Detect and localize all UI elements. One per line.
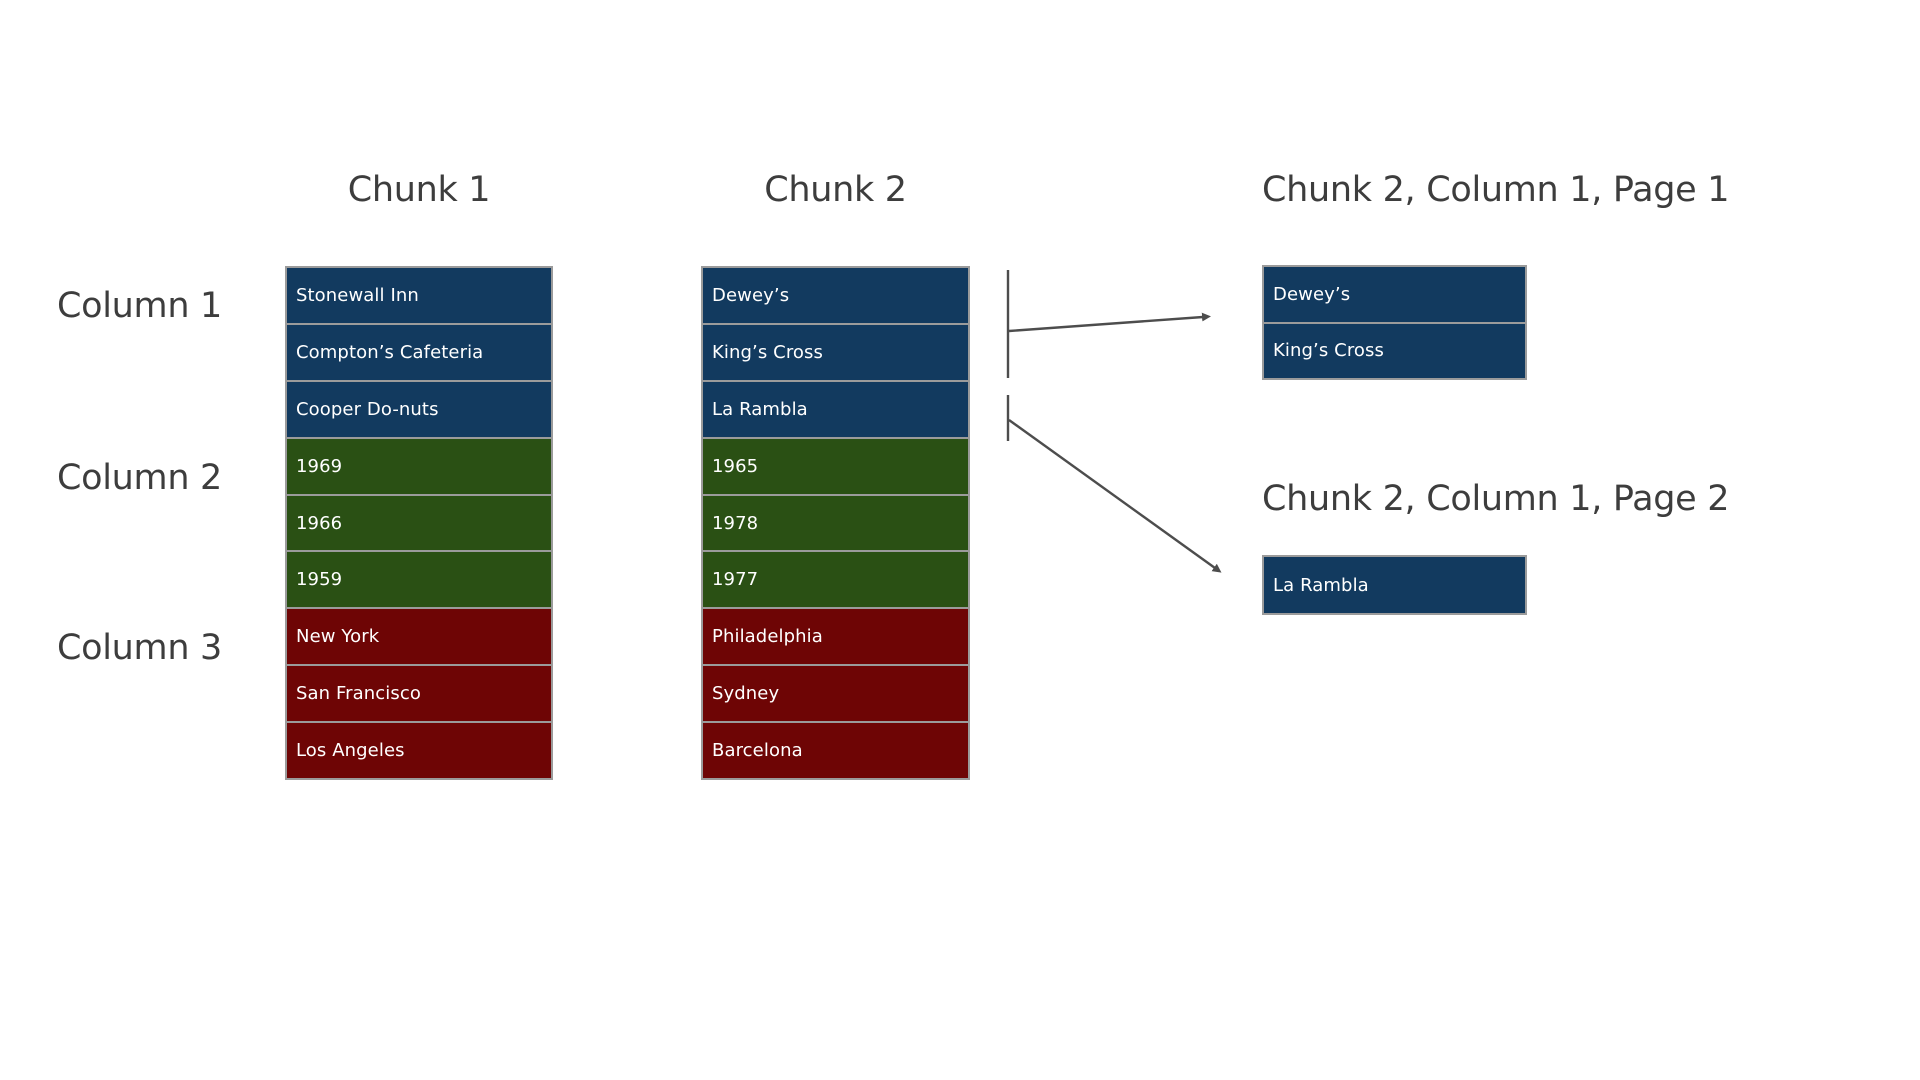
- cell-cooper-do-nuts: Cooper Do-nuts: [287, 379, 551, 437]
- chunk-2-column-1-page-2-title: Chunk 2, Column 1, Page 2: [1262, 479, 1730, 519]
- cell-dewey-s: Dewey’s: [703, 268, 968, 323]
- cell-stonewall-inn: Stonewall Inn: [287, 268, 551, 323]
- page-2-bracket-and-arrow: [1006, 395, 1222, 573]
- cell-philadelphia: Philadelphia: [703, 607, 968, 665]
- chunk-2-column-1-page-1-title: Chunk 2, Column 1, Page 1: [1262, 170, 1730, 210]
- cell-1965: 1965: [703, 436, 968, 494]
- column-2-label: Column 2: [57, 458, 223, 498]
- cell-king-s-cross: King’s Cross: [1264, 321, 1525, 378]
- cell-compton-s-cafeteria: Compton’s Cafeteria: [287, 322, 551, 380]
- cell-new-york: New York: [287, 607, 551, 665]
- page-1-bracket-and-arrow: [1006, 270, 1211, 378]
- cell-sydney: Sydney: [703, 664, 968, 722]
- arrow-to-page-1: [1008, 312, 1211, 333]
- cell-1966: 1966: [287, 493, 551, 551]
- cell-la-rambla: La Rambla: [703, 379, 968, 437]
- column-3-label: Column 3: [57, 628, 223, 668]
- cell-1959: 1959: [287, 550, 551, 608]
- cell-la-rambla: La Rambla: [1264, 557, 1525, 613]
- cell-los-angeles: Los Angeles: [287, 721, 551, 779]
- cell-san-francisco: San Francisco: [287, 664, 551, 722]
- cell-1977: 1977: [703, 550, 968, 608]
- chunk-1-title: Chunk 1: [347, 170, 491, 210]
- cell-dewey-s: Dewey’s: [1264, 267, 1525, 322]
- column-1-label: Column 1: [57, 286, 223, 326]
- chunk-2-column-1-page-2-stack: La Rambla: [1262, 555, 1527, 615]
- cell-1969: 1969: [287, 436, 551, 494]
- chunk-2-title: Chunk 2: [764, 170, 907, 210]
- cell-1978: 1978: [703, 493, 968, 551]
- cell-barcelona: Barcelona: [703, 721, 968, 779]
- arrow-to-page-2: [1008, 419, 1222, 573]
- cell-king-s-cross: King’s Cross: [703, 322, 968, 380]
